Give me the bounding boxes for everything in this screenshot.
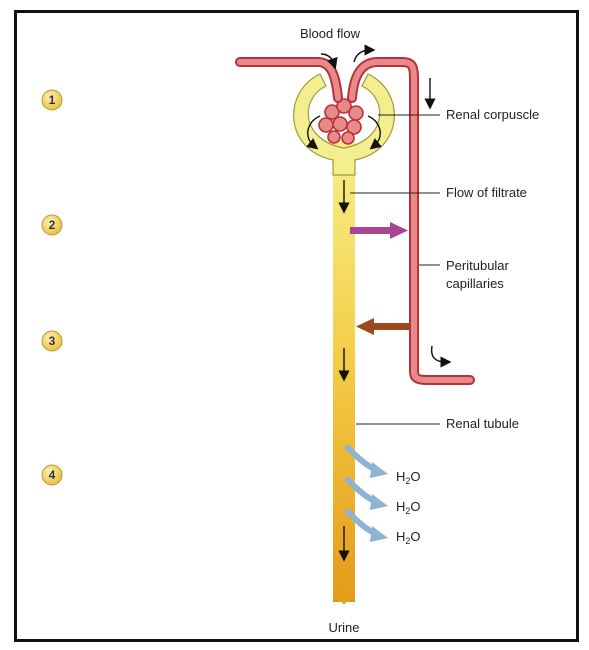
h2o-label-3: H2O [396, 529, 421, 546]
step-number-2: 2 [49, 218, 56, 232]
blood-flow-label: Blood flow [300, 26, 361, 41]
renal-corpuscle-label: Renal corpuscle [446, 107, 539, 122]
secretion-arrow [350, 222, 408, 239]
step-marker-4: 4 [42, 465, 62, 485]
step-marker-1: 1 [42, 90, 62, 110]
glomerulus [319, 99, 363, 144]
h2o-label-2: H2O [396, 499, 421, 516]
flow-of-filtrate-label: Flow of filtrate [446, 185, 527, 200]
peritubular-label-line1: Peritubular [446, 258, 510, 273]
h2o-label-1: H2O [396, 469, 421, 486]
peritubular-label-line2: capillaries [446, 276, 504, 291]
step-marker-2: 2 [42, 215, 62, 235]
urine-label: Urine [328, 620, 359, 635]
step-marker-3: 3 [42, 331, 62, 351]
capillary-return-arrow [432, 346, 446, 362]
step-number-1: 1 [49, 93, 56, 107]
renal-tubule-label: Renal tubule [446, 416, 519, 431]
step-number-3: 3 [49, 334, 56, 348]
reabsorption-arrow [356, 318, 410, 335]
step-number-4: 4 [49, 468, 56, 482]
